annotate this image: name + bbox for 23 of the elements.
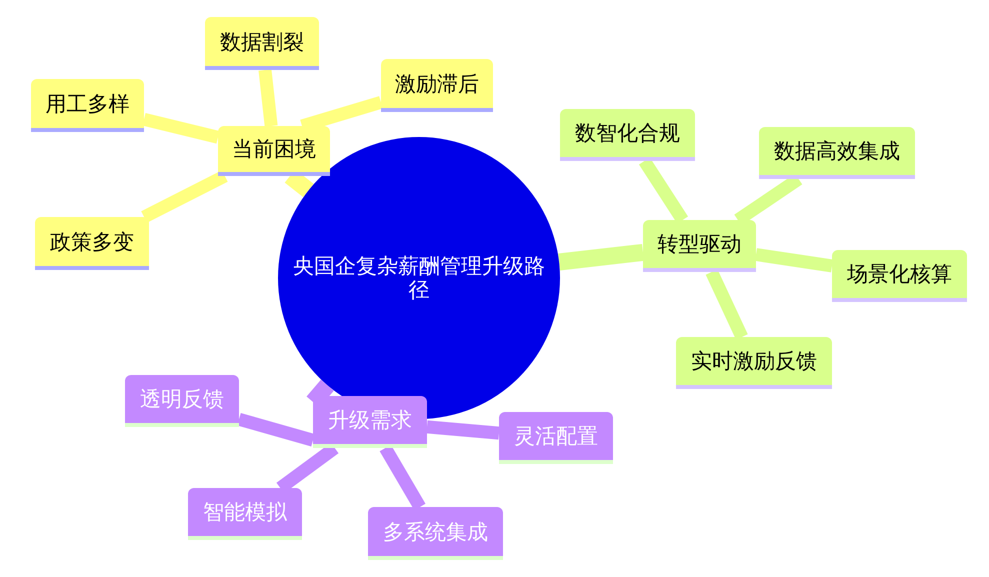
branch-line (142, 112, 220, 144)
branch-line (258, 69, 278, 127)
subtopic-box: 场景化核算 (832, 250, 967, 302)
subtopic-box: 灵活配置 (499, 412, 613, 464)
branch-topic-box: 升级需求 (313, 396, 427, 448)
branch-line (426, 420, 500, 440)
branch-topic-box: 当前困境 (218, 126, 330, 176)
subtopic-box: 透明反馈 (125, 375, 239, 427)
subtopic-box: 多系统集成 (368, 507, 503, 560)
branch-line (755, 248, 833, 272)
branch-line (141, 170, 228, 223)
subtopic-box: 实时激励反馈 (676, 337, 832, 389)
subtopic-box: 政策多变 (35, 217, 149, 270)
branch-line (558, 244, 644, 270)
subtopic-box: 数据割裂 (205, 17, 319, 70)
branch-line (706, 269, 748, 340)
subtopic-box: 激励滞后 (381, 59, 493, 112)
subtopic-box: 数据高效集成 (759, 127, 915, 179)
subtopic-box: 数智化合规 (560, 109, 695, 161)
branch-line (237, 412, 315, 446)
subtopic-box: 用工多样 (31, 79, 144, 132)
branch-topic-box: 转型驱动 (643, 220, 756, 272)
subtopic-box: 智能模拟 (188, 488, 302, 540)
